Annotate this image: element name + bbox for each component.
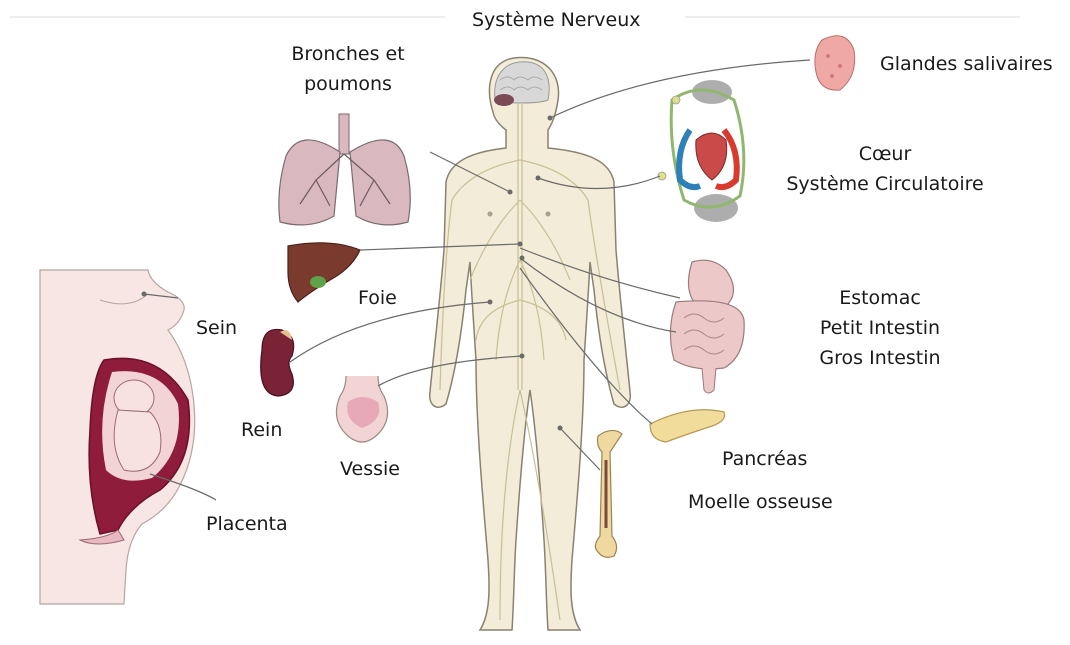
dot-bladder bbox=[520, 354, 525, 359]
label-liver: Foie bbox=[358, 284, 397, 313]
dot-breast bbox=[142, 292, 147, 297]
dot-heart bbox=[536, 176, 541, 181]
line-salivary bbox=[550, 60, 810, 118]
label-lungs-line2: poumons bbox=[278, 70, 418, 99]
label-salivary-glands: Glandes salivaires bbox=[880, 50, 1053, 79]
kidney-illustration bbox=[261, 329, 294, 396]
femur-illustration bbox=[595, 430, 622, 557]
label-nervous-system: Système Nerveux bbox=[472, 6, 641, 35]
label-large-intestine: Gros Intestin bbox=[790, 344, 970, 373]
dot-liver bbox=[518, 242, 523, 247]
label-stomach: Estomac bbox=[790, 284, 970, 313]
pregnant-woman-figure bbox=[40, 270, 195, 604]
label-circulatory-system: Système Circulatoire bbox=[770, 170, 1000, 199]
lungs-illustration bbox=[279, 114, 410, 225]
circulatory-system-illustration bbox=[658, 80, 744, 222]
label-small-intestine: Petit Intestin bbox=[790, 314, 970, 343]
label-lungs-line1: Bronches et bbox=[278, 40, 418, 69]
dot-kidney bbox=[488, 300, 493, 305]
label-placenta: Placenta bbox=[206, 510, 288, 539]
label-pancreas: Pancréas bbox=[722, 445, 807, 474]
pancreas-illustration bbox=[650, 410, 725, 442]
dot-bone-marrow bbox=[558, 426, 563, 431]
label-bladder: Vessie bbox=[340, 455, 400, 484]
fetus-body bbox=[114, 410, 161, 471]
liver-illustration bbox=[288, 243, 360, 302]
label-heart: Cœur bbox=[780, 140, 990, 169]
nipple-right bbox=[546, 212, 551, 217]
salivary-gland-illustration bbox=[815, 36, 855, 90]
label-kidney: Rein bbox=[241, 416, 282, 445]
dot-digestive bbox=[520, 256, 525, 261]
bladder-illustration bbox=[336, 376, 387, 442]
label-bone-marrow: Moelle osseuse bbox=[688, 488, 833, 517]
cerebellum bbox=[494, 94, 514, 106]
digestive-system-illustration bbox=[670, 260, 744, 393]
dot-lungs bbox=[508, 190, 513, 195]
nipple-left bbox=[488, 212, 493, 217]
dot-salivary bbox=[548, 116, 553, 121]
label-breast: Sein bbox=[196, 314, 237, 343]
